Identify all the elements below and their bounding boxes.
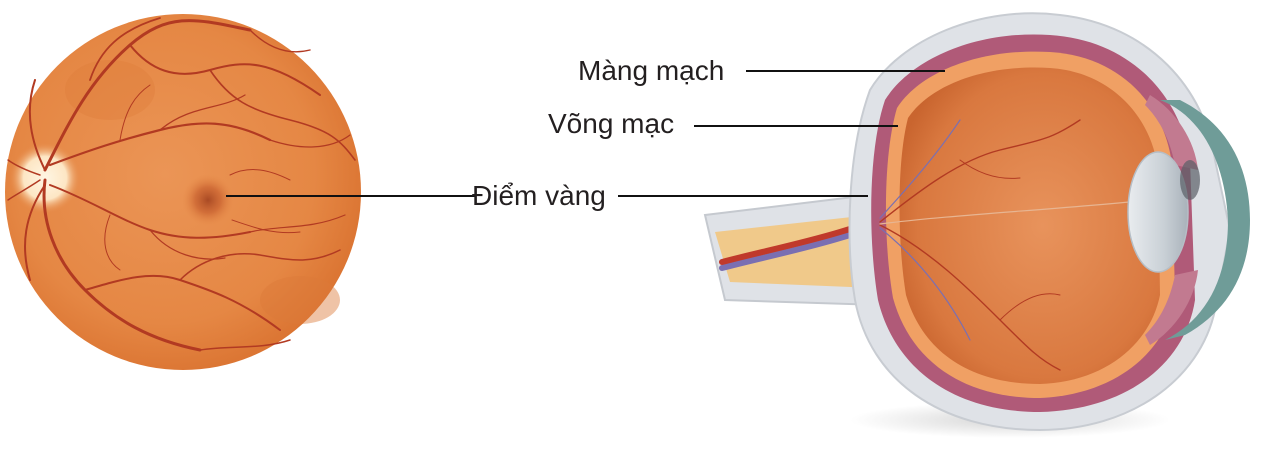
eye-cross-section-illustration (705, 13, 1250, 438)
label-choroid-text: Màng mạch (578, 55, 724, 86)
macula-spot (182, 174, 234, 226)
lens (1128, 152, 1188, 272)
label-retina: Võng mạc (548, 108, 898, 139)
label-retina-text: Võng mạc (548, 108, 674, 139)
label-macula-text: Điểm vàng (472, 180, 606, 211)
retina-fundus-illustration (5, 14, 361, 370)
vitreous-body (899, 68, 1160, 384)
